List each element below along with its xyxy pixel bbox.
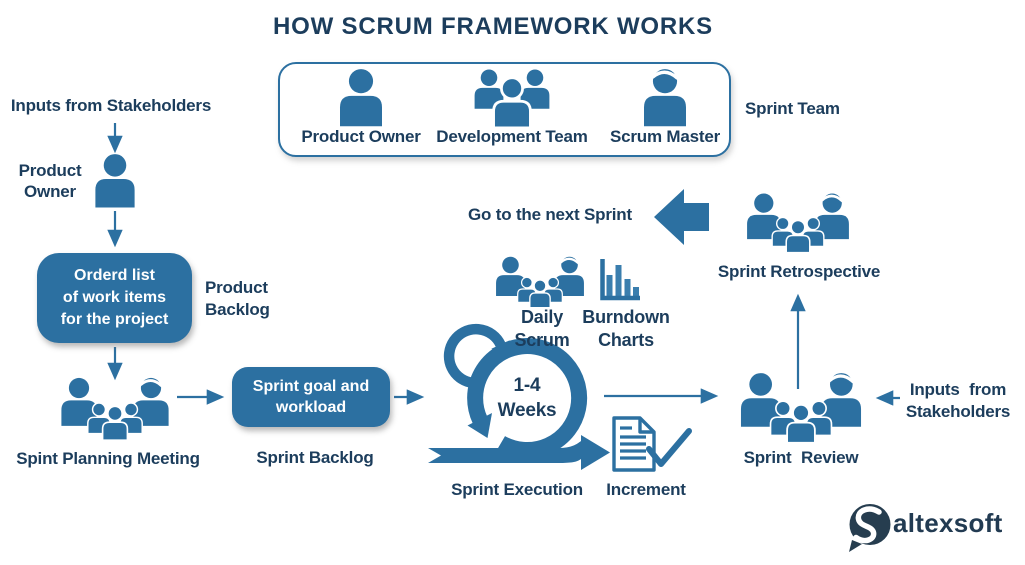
burndown-charts-label: Burndown Charts bbox=[582, 307, 670, 350]
daily-scrum-team-icon bbox=[496, 257, 584, 308]
inputs-stakeholders-left-label: Inputs from Stakeholders bbox=[10, 96, 212, 115]
burndown-chart-icon bbox=[600, 259, 640, 301]
sprint-review-team-icon bbox=[741, 373, 861, 443]
weeks-label: 1-4 Weeks bbox=[497, 375, 557, 421]
left-product-owner-label: Product Owner bbox=[18, 161, 82, 201]
increment-checkmark-icon bbox=[646, 428, 692, 467]
increment-document-icon bbox=[612, 416, 692, 472]
daily-loop-arrowhead bbox=[491, 340, 510, 359]
sprint-planning-label: Spint Planning Meeting bbox=[16, 449, 200, 468]
sprint-planning-team-icon bbox=[61, 378, 168, 440]
page-title: HOW SCRUM FRAMEWORK WORKS bbox=[273, 13, 713, 40]
go-next-sprint-label: Go to the next Sprint bbox=[468, 205, 632, 224]
daily-loop-arc bbox=[443, 323, 506, 389]
next-sprint-arrow-icon bbox=[654, 189, 709, 245]
altexsoft-logo-text: altexsoft bbox=[893, 508, 1003, 538]
product-backlog-label: Product Backlog bbox=[205, 278, 270, 319]
ordered-list-box: Orderd list of work items for the projec… bbox=[37, 253, 192, 343]
increment-label: Increment bbox=[606, 480, 686, 499]
sprint-exit-ribbon-arrow bbox=[428, 435, 610, 470]
sprint-goal-box: Sprint goal and workload bbox=[232, 367, 390, 427]
product-owner-label: Product Owner bbox=[301, 127, 421, 146]
development-team-label: Development Team bbox=[436, 127, 588, 146]
sprint-team-caption: Sprint Team bbox=[745, 99, 840, 118]
inputs-stakeholders-right-label: Inputs from Stakeholders bbox=[905, 380, 1011, 421]
altexsoft-logo-icon bbox=[849, 504, 891, 552]
sprint-execution-label: Sprint Execution bbox=[451, 480, 583, 499]
daily-scrum-label: Daily Scrum bbox=[514, 307, 570, 350]
sprint-retrospective-team-icon bbox=[747, 194, 849, 253]
left-product-owner-icon bbox=[95, 154, 135, 208]
sprint-review-label: Sprint Review bbox=[743, 448, 859, 467]
sprint-ring-arrowhead bbox=[467, 413, 492, 438]
scrum-master-label: Scrum Master bbox=[609, 127, 721, 146]
sprint-retrospective-label: Sprint Retrospective bbox=[717, 262, 881, 281]
sprint-backlog-label: Sprint Backlog bbox=[256, 448, 374, 467]
